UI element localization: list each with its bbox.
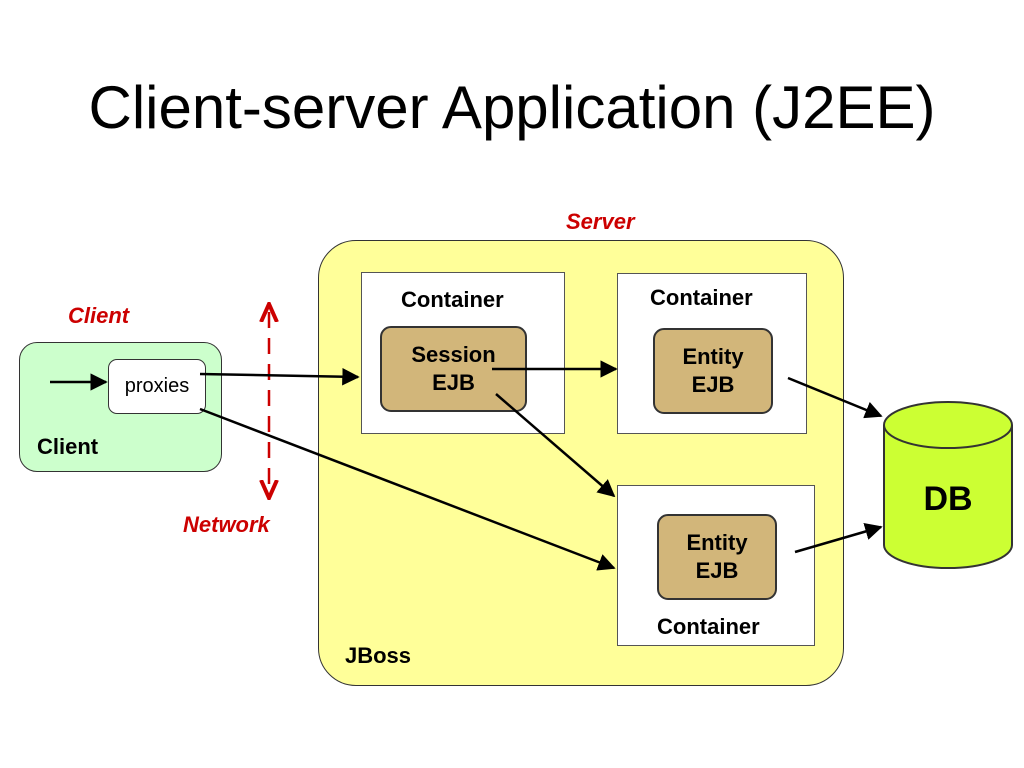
client-label-top: Client xyxy=(68,303,130,328)
session-ejb-line1: Session xyxy=(411,342,496,367)
entity-ejb-bottom: Entity EJB xyxy=(657,514,777,600)
entity-ejb-bottom-line2: EJB xyxy=(695,558,739,583)
client-box-label: Client xyxy=(37,434,99,459)
session-ejb: Session EJB xyxy=(380,326,527,412)
session-ejb-line2: EJB xyxy=(432,370,475,395)
entity-ejb-top-line1: Entity xyxy=(682,344,744,369)
server-label: Server xyxy=(566,209,635,234)
proxies-box: proxies xyxy=(108,359,206,414)
session-to-entity-bottom-arrow xyxy=(495,393,616,498)
db-label: DB xyxy=(923,480,973,518)
entity-ejb-top: Entity EJB xyxy=(653,328,773,414)
proxies-to-entity-bottom-arrow xyxy=(199,407,616,571)
network-label: Network xyxy=(183,512,270,537)
entity-ejb-top-line2: EJB xyxy=(691,372,735,397)
db-cylinder-icon xyxy=(883,401,1013,569)
proxies-label: proxies xyxy=(124,375,190,397)
page-title: Client-server Application (J2EE) xyxy=(88,74,936,141)
container-entity-top-label: Container xyxy=(650,285,753,310)
container-entity-bottom-label: Container xyxy=(657,614,760,639)
entity-bottom-to-db-arrow xyxy=(794,522,883,554)
entity-ejb-bottom-line1: Entity xyxy=(686,530,748,555)
container-session-label: Container xyxy=(401,287,504,312)
entity-top-to-db-arrow xyxy=(787,376,883,419)
proxies-to-session-arrow xyxy=(199,367,360,386)
jboss-label: JBoss xyxy=(345,643,412,668)
